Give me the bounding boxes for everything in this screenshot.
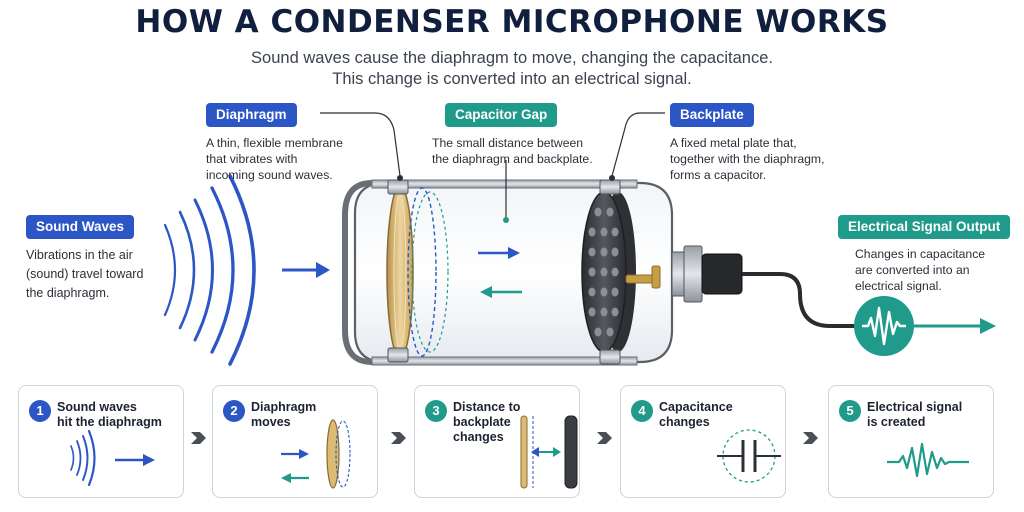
- signal-output-description: Changes in capacitance are converted int…: [855, 247, 986, 293]
- step-card-1: 1 Sound waves hit the diaphragm: [18, 385, 184, 498]
- wave-arc-4: [210, 186, 235, 354]
- step-3-icon: [520, 415, 578, 489]
- signal-output-label: Electrical Signal Output: [838, 215, 1011, 239]
- step-number-2: 2: [223, 400, 245, 422]
- step-arrow-1: [191, 432, 206, 444]
- signal-output-icon: [854, 296, 996, 356]
- diaphragm: [386, 179, 449, 363]
- step-arrow-2: [391, 432, 406, 444]
- sound-wave-arcs: [163, 174, 256, 366]
- sound-waves-description: Vibrations in the air (sound) travel tow…: [26, 248, 144, 300]
- wave-arc-5: [228, 174, 256, 366]
- leader-lines: [320, 112, 665, 220]
- microphone-illustration: [163, 112, 996, 366]
- diaphragm-label: Diaphragm: [206, 103, 297, 127]
- diaphragm-description: A thin, flexible membrane that vibrates …: [206, 136, 343, 182]
- step-card-3: 3 Distance to backplate changes: [414, 385, 580, 498]
- subtitle-line-2: This change is converted into an electri…: [332, 70, 692, 88]
- wave-arc-1: [163, 223, 177, 317]
- step-arrow-3: [597, 432, 612, 444]
- step-label-1: Sound waves hit the diaphragm: [57, 400, 162, 429]
- step-label-3: Distance to backplate changes: [453, 400, 521, 444]
- signal-wave-icon: [887, 442, 969, 478]
- step-number-5: 5: [839, 400, 861, 422]
- step-number-3: 3: [425, 400, 447, 422]
- step-label-5: Electrical signal is created: [867, 400, 963, 429]
- step-1-icon: [70, 429, 155, 487]
- step-card-5: 5 Electrical signal is created: [828, 385, 994, 498]
- gap-arrow-forward: [478, 247, 520, 259]
- page-title: HOW A CONDENSER MICROPHONE WORKS: [135, 4, 889, 40]
- step-label-4: Capacitance changes: [659, 400, 733, 429]
- step-number-1: 1: [29, 400, 51, 422]
- step-card-2: 2 Diaphragm moves: [212, 385, 378, 498]
- wave-arc-3: [193, 198, 214, 342]
- backplate: [581, 179, 661, 365]
- output-connector: [671, 245, 864, 328]
- capacitor-gap-description: The small distance between the diaphragm…: [432, 136, 593, 166]
- capacitor-gap-label: Capacitor Gap: [445, 103, 558, 127]
- gap-arrow-back: [480, 286, 522, 298]
- step-number-4: 4: [631, 400, 653, 422]
- sound-waves-label: Sound Waves: [26, 215, 135, 239]
- sound-direction-arrow: [282, 262, 330, 278]
- wave-arc-2: [178, 210, 196, 330]
- step-arrow-4: [803, 432, 818, 444]
- capacitor-symbol-icon: [717, 429, 781, 483]
- step-2-icon: [281, 419, 351, 489]
- subtitle-line-1: Sound waves cause the diaphragm to move,…: [251, 49, 773, 67]
- backplate-label: Backplate: [670, 103, 754, 127]
- step-card-4: 4 Capacitance changes: [620, 385, 786, 498]
- backplate-description: A fixed metal plate that, together with …: [670, 136, 825, 182]
- step-label-2: Diaphragm moves: [251, 400, 317, 429]
